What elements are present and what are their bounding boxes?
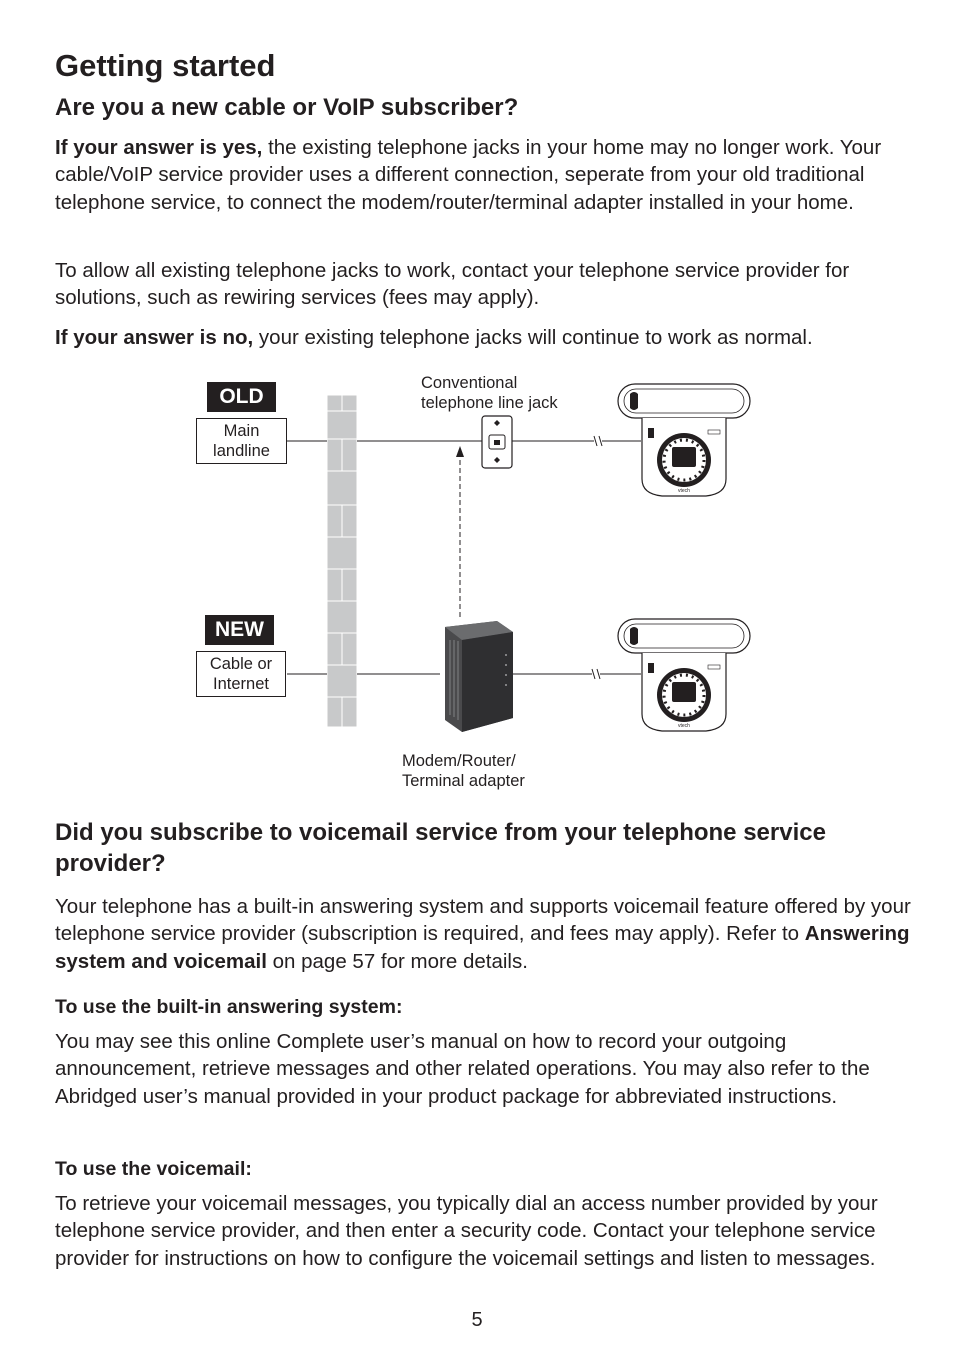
dashed-arrow xyxy=(456,446,464,617)
section-heading-voicemail: Did you subscribe to voicemail service f… xyxy=(55,819,826,877)
paragraph-answer-yes: If your answer is yes, the existing tele… xyxy=(55,134,915,216)
phone-icon-old: vtech xyxy=(617,383,751,497)
paragraph-answer-no: If your answer is no, your existing tele… xyxy=(55,324,915,351)
cable-internet-box: Cable or Internet xyxy=(196,651,286,697)
landline-wire xyxy=(287,435,641,447)
voicemail-intro-tail: on page 57 for more details. xyxy=(266,949,528,973)
diagram-lines: vtech vtech xyxy=(287,383,751,732)
jack-label: Conventional telephone line jack xyxy=(421,374,558,412)
answering-system-reference: Answering system and voicemail xyxy=(55,922,910,973)
paragraph-voicemail-intro: Your telephone has a built-in answering … xyxy=(55,893,915,975)
paragraph-answering-system: You may see this online Complete user’s … xyxy=(55,1030,870,1108)
wall-jack-icon xyxy=(481,415,513,469)
new-badge: NEW xyxy=(205,615,274,645)
subheading-answering-system: To use the built-in answering system: xyxy=(55,996,403,1018)
modem-icon xyxy=(445,621,513,732)
modem-label: Modem/Router/ Terminal adapter xyxy=(402,752,525,790)
internet-wire xyxy=(287,668,641,680)
wall xyxy=(326,394,358,728)
main-landline-box: Main landline xyxy=(196,418,287,464)
paragraph-voicemail: To retrieve your voicemail messages, you… xyxy=(55,1192,878,1270)
page-title: Getting started xyxy=(55,48,276,83)
paragraph-rewiring: To allow all existing telephone jacks to… xyxy=(55,259,850,310)
section-heading-subscriber: Are you a new cable or VoIP subscriber? xyxy=(55,94,519,121)
phone-icon-new: vtech xyxy=(617,618,751,732)
svg-text:vtech: vtech xyxy=(678,723,690,729)
page-number: 5 xyxy=(471,1309,483,1331)
answer-yes-text: the existing telephone jacks in your hom… xyxy=(55,136,882,214)
answer-yes-lead: If your answer is yes, xyxy=(55,136,263,159)
answer-no-lead: If your answer is no, xyxy=(55,326,254,349)
voicemail-intro-text: Your telephone has a built-in answering … xyxy=(55,895,911,946)
old-badge: OLD xyxy=(207,382,276,412)
svg-text:vtech: vtech xyxy=(678,488,690,494)
answer-no-text: your existing telephone jacks will conti… xyxy=(253,326,813,349)
subheading-voicemail: To use the voicemail: xyxy=(55,1158,252,1180)
